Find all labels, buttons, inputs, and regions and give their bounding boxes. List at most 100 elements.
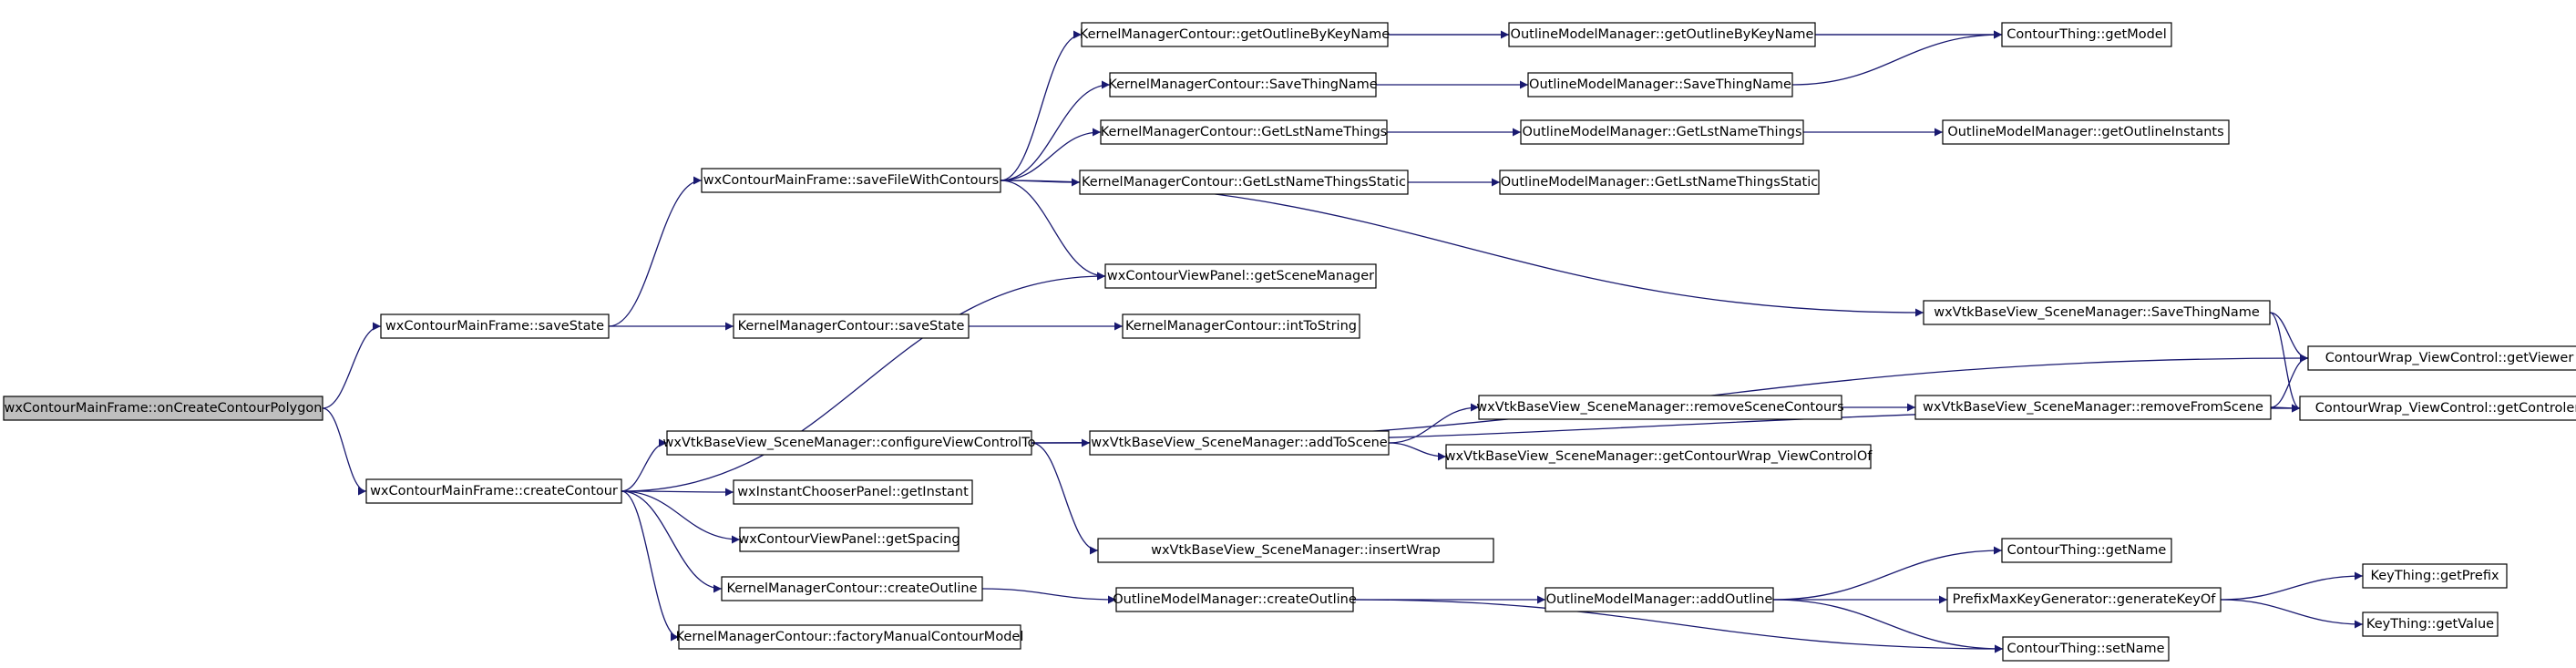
function-node[interactable]: wxVtkBaseView_SceneManager::removeFromSc… bbox=[1914, 395, 2272, 420]
function-node[interactable]: OutlineModelManager::getOutlineInstants bbox=[1942, 119, 2230, 145]
node-label: OutlineModelManager::SaveThingName bbox=[1529, 77, 1791, 92]
node-box bbox=[1109, 72, 1377, 98]
node-box bbox=[1946, 587, 2222, 612]
node-label: KernelManagerContour::factoryManualConto… bbox=[676, 630, 1024, 644]
function-node[interactable]: KernelManagerContour::SaveThingName bbox=[1108, 72, 1378, 98]
node-label: KeyThing::getValue bbox=[2366, 617, 2494, 632]
function-node[interactable]: OutlineModelManager::GetLstNameThings bbox=[1520, 119, 1804, 145]
node-label: OutlineModelManager::addOutline bbox=[1546, 592, 1773, 607]
function-node[interactable]: KernelManagerContour::intToString bbox=[1122, 313, 1360, 339]
node-label: KernelManagerContour::createOutline bbox=[726, 581, 977, 596]
call-edge bbox=[981, 588, 1117, 604]
node-label: ContourThing::getModel bbox=[2006, 27, 2166, 42]
function-node[interactable]: wxContourMainFrame::saveFileWithContours bbox=[701, 168, 1001, 193]
call-edge bbox=[322, 322, 382, 409]
function-node[interactable]: wxContourViewPanel::getSceneManager bbox=[1104, 263, 1377, 289]
call-edge bbox=[1791, 30, 2003, 86]
function-node[interactable]: wxVtkBaseView_SceneManager::getContourWr… bbox=[1445, 444, 1873, 469]
call-edge bbox=[608, 176, 703, 327]
node-box bbox=[380, 313, 610, 339]
node-box bbox=[2362, 611, 2499, 637]
node-box bbox=[1914, 395, 2272, 420]
function-node[interactable]: KeyThing::getValue bbox=[2362, 611, 2499, 637]
function-node[interactable]: ContourWrap_ViewControl::getViewer bbox=[2307, 345, 2576, 371]
call-edge bbox=[1000, 80, 1111, 181]
node-label: OutlineModelManager::getOutlineByKeyName bbox=[1511, 27, 1814, 42]
node-label: wxVtkBaseView_SceneManager::configureVie… bbox=[663, 436, 1036, 450]
node-box bbox=[733, 313, 970, 339]
function-node[interactable]: wxInstantChooserPanel::getInstant bbox=[733, 479, 973, 505]
node-label: OutlineModelManager::GetLstNameThings bbox=[1522, 125, 1801, 139]
function-node[interactable]: KernelManagerContour::factoryManualConto… bbox=[676, 624, 1024, 650]
node-label: wxVtkBaseView_SceneManager::getContourWr… bbox=[1445, 449, 1873, 464]
function-node[interactable]: OutlineModelManager::addOutline bbox=[1545, 587, 1774, 612]
function-node[interactable]: wxContourViewPanel::getSpacing bbox=[738, 527, 960, 552]
function-node[interactable]: ContourThing::getName bbox=[2001, 538, 2172, 563]
call-edge bbox=[1031, 442, 1099, 555]
call-edge bbox=[1352, 599, 2004, 653]
node-label: wxContourMainFrame::onCreateContourPolyg… bbox=[4, 401, 322, 416]
function-node[interactable]: ContourThing::getModel bbox=[2001, 22, 2172, 47]
function-node[interactable]: KernelManagerContour::createOutline bbox=[721, 576, 983, 601]
node-box bbox=[2362, 563, 2508, 589]
function-node[interactable]: KeyThing::getPrefix bbox=[2362, 563, 2508, 589]
node-label: wxVtkBaseView_SceneManager::insertWrap bbox=[1151, 543, 1441, 558]
function-node[interactable]: KernelManagerContour::getOutlineByKeyNam… bbox=[1080, 22, 1390, 47]
function-node[interactable]: wxVtkBaseView_SceneManager::configureVie… bbox=[663, 430, 1036, 456]
node-box bbox=[365, 478, 622, 504]
node-label: KernelManagerContour::getOutlineByKeyNam… bbox=[1080, 27, 1390, 42]
node-box bbox=[1508, 22, 1816, 47]
node-box bbox=[721, 576, 983, 601]
node-box bbox=[2001, 538, 2172, 563]
node-label: wxContourViewPanel::getSpacing bbox=[738, 532, 960, 547]
node-box bbox=[1115, 587, 1354, 612]
node-label: wxVtkBaseView_SceneManager::addToScene bbox=[1091, 436, 1388, 450]
function-node[interactable]: KernelManagerContour::GetLstNameThings bbox=[1100, 119, 1388, 145]
node-box bbox=[1122, 313, 1360, 339]
node-box bbox=[1527, 72, 1793, 98]
function-node[interactable]: ContourWrap_ViewControl::getControler bbox=[2299, 396, 2576, 421]
node-label: OutlineModelManager::getOutlineInstants bbox=[1947, 125, 2223, 139]
node-box bbox=[1942, 119, 2230, 145]
function-node[interactable]: wxVtkBaseView_SceneManager::removeSceneC… bbox=[1476, 395, 1844, 420]
node-label: PrefixMaxKeyGenerator::generateKeyOf bbox=[1953, 592, 2217, 607]
node-label: wxContourMainFrame::saveFileWithContours bbox=[703, 173, 999, 188]
function-node[interactable]: OutlineModelManager::GetLstNameThingsSta… bbox=[1499, 170, 1820, 195]
node-label: wxContourViewPanel::getSceneManager bbox=[1107, 269, 1374, 283]
node-box bbox=[2001, 22, 2172, 47]
node-box bbox=[1104, 263, 1377, 289]
function-node[interactable]: wxVtkBaseView_SceneManager::SaveThingNam… bbox=[1923, 300, 2271, 325]
function-node[interactable]: wxVtkBaseView_SceneManager::insertWrap bbox=[1097, 538, 1494, 563]
call-edge bbox=[621, 272, 1106, 492]
node-label: OutlineModelManager::GetLstNameThingsSta… bbox=[1501, 175, 1819, 190]
function-node[interactable]: OutlineModelManager::getOutlineByKeyName bbox=[1508, 22, 1816, 47]
node-box bbox=[1089, 430, 1390, 456]
call-edge bbox=[1000, 180, 1924, 317]
call-edge bbox=[1388, 403, 1480, 444]
function-node[interactable]: wxContourMainFrame::saveState bbox=[380, 313, 610, 339]
node-box bbox=[2002, 636, 2170, 662]
node-box bbox=[2299, 396, 2576, 421]
function-node[interactable]: KernelManagerContour::saveState bbox=[733, 313, 970, 339]
node-label: ContourWrap_ViewControl::getViewer bbox=[2325, 351, 2574, 365]
node-box bbox=[678, 624, 1021, 650]
node-box bbox=[1445, 444, 1872, 469]
node-label: wxContourMainFrame::saveState bbox=[385, 319, 604, 334]
node-label: wxVtkBaseView_SceneManager::SaveThingNam… bbox=[1934, 305, 2260, 320]
node-box bbox=[739, 527, 960, 552]
call-edge bbox=[1000, 30, 1083, 181]
node-label: wxContourMainFrame::createContour bbox=[370, 484, 618, 498]
node-box bbox=[1079, 170, 1409, 195]
function-node[interactable]: wxVtkBaseView_SceneManager::addToScene bbox=[1089, 430, 1390, 456]
function-node[interactable]: OutlineModelManager::createOutline bbox=[1113, 587, 1357, 612]
function-node[interactable]: ContourThing::setName bbox=[2002, 636, 2170, 662]
node-box bbox=[1545, 587, 1774, 612]
function-node[interactable]: OutlineModelManager::SaveThingName bbox=[1527, 72, 1793, 98]
function-node[interactable]: PrefixMaxKeyGenerator::generateKeyOf bbox=[1946, 587, 2222, 612]
call-edge bbox=[621, 438, 668, 492]
call-edge bbox=[1388, 442, 1447, 461]
root-function-node[interactable]: wxContourMainFrame::onCreateContourPolyg… bbox=[3, 396, 323, 421]
function-node[interactable]: KernelManagerContour::GetLstNameThingsSt… bbox=[1079, 170, 1409, 195]
function-node[interactable]: wxContourMainFrame::createContour bbox=[365, 478, 622, 504]
node-box bbox=[3, 396, 323, 421]
